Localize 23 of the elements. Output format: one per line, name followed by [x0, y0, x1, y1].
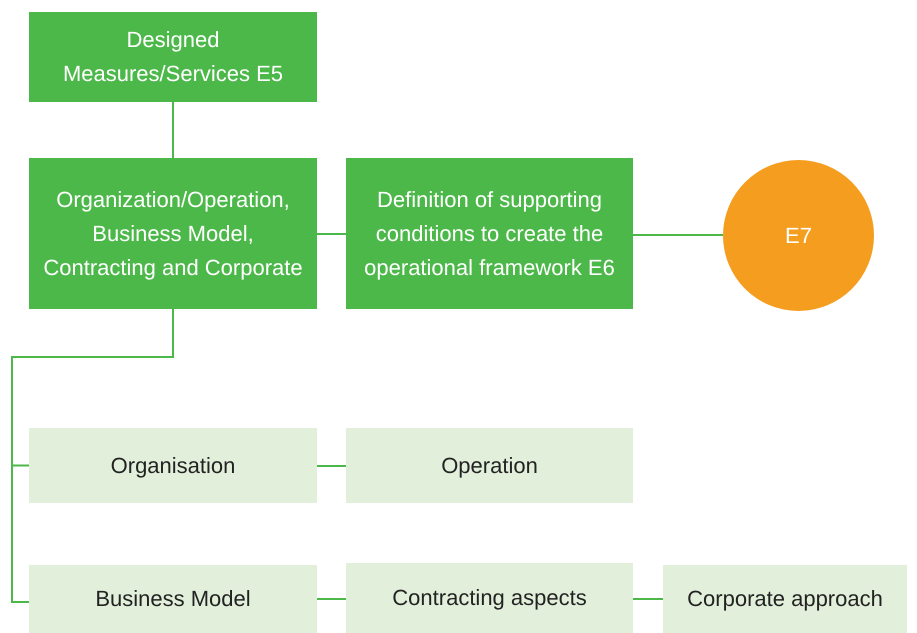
process-box	[29, 12, 317, 102]
connector-line	[633, 234, 723, 236]
sub-box	[346, 428, 633, 503]
connector-line	[633, 598, 663, 600]
node-text: E7	[785, 222, 812, 250]
sub-box	[29, 565, 317, 633]
process-box	[346, 158, 633, 309]
connector-line	[172, 102, 174, 158]
connector-line	[317, 465, 346, 467]
node-text: Operation	[441, 452, 538, 480]
connector-line	[317, 233, 346, 235]
node-text: Business Model	[95, 585, 251, 613]
node-text: Contracting aspects	[392, 584, 587, 612]
sub-box	[29, 428, 317, 503]
process-box	[29, 158, 317, 309]
node-text: Organization/Operation, Business Model, Contracting and Corporate	[42, 186, 304, 282]
sub-box	[663, 565, 907, 633]
node-text: Corporate approach	[687, 585, 883, 613]
connector-line	[317, 598, 346, 600]
node-text: Definition of supporting conditions to create the operational framework E6	[363, 186, 616, 282]
node-text: Organisation	[110, 452, 236, 480]
node-text: Designed Measures/Services E5	[62, 26, 284, 88]
sub-box	[346, 563, 633, 633]
